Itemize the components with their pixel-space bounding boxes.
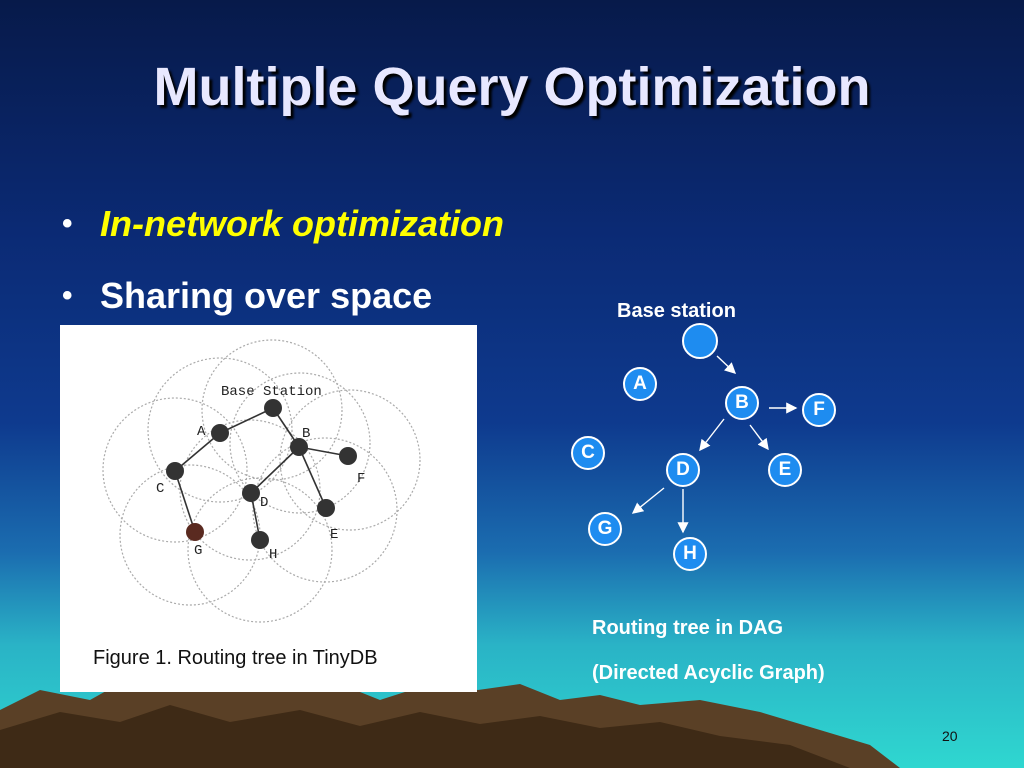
dag-edge-b-d <box>699 418 725 452</box>
figure-node-label-a: A <box>197 424 206 440</box>
dag-node-h <box>673 537 707 571</box>
bullet-dot-icon: • <box>62 207 73 240</box>
dag-caption-line-2: (Directed Acyclic Graph) <box>592 662 825 684</box>
dag-caption-line-1: Routing tree in DAG <box>592 617 784 639</box>
dag-node-label-a: A <box>633 373 647 394</box>
figure-node-label-g: G <box>194 543 202 559</box>
dag-node-label-c: C <box>581 442 595 463</box>
figure-base-station-label: Base Station <box>221 384 322 400</box>
dag-node-label-f: F <box>813 399 825 420</box>
dag-node-a <box>623 367 657 401</box>
dag-node-e <box>768 453 802 487</box>
bullet-item: • Sharing over space <box>62 260 504 332</box>
bullet-list: • In-network optimization • Sharing over… <box>62 188 504 332</box>
figure-node-label-f: F <box>357 471 365 487</box>
figure-node-label-c: C <box>156 481 164 497</box>
dag-base-station-label: Base station <box>617 300 736 322</box>
dag-node-label-b: B <box>735 392 749 413</box>
dag-node-label-e: E <box>778 459 792 480</box>
page-number: 20 <box>942 728 958 744</box>
dag-node-c <box>571 436 605 470</box>
slide-title: Multiple Query Optimization <box>153 57 871 117</box>
dag-node-f <box>802 393 836 427</box>
dag-edge-b-e <box>749 424 769 451</box>
figure-node-label-b: B <box>302 426 310 442</box>
dag-edge-base-b <box>716 355 737 374</box>
figure-node-label-h: H <box>269 547 277 563</box>
dag-node-label-d: D <box>676 459 690 480</box>
figure-caption: Figure 1. Routing tree in TinyDB <box>93 647 378 669</box>
bullet-item: • In-network optimization <box>62 188 504 260</box>
dag-node-g <box>588 512 622 546</box>
dag-node-d <box>666 453 700 487</box>
dag-node-label-g: G <box>597 518 613 539</box>
figure-node-label-e: E <box>330 527 338 543</box>
bullet-dot-icon: • <box>62 279 73 312</box>
dag-node-label-h: H <box>683 543 697 564</box>
tinydb-figure: Base Station A B C D E F G H Figure 1. R… <box>60 325 477 692</box>
dag-edge-d-g <box>631 487 665 514</box>
dag-base-station-node <box>682 323 718 359</box>
bullet-text: In-network optimization <box>100 203 504 244</box>
bullet-text: Sharing over space <box>100 275 433 316</box>
dag-node-b <box>725 386 759 420</box>
figure-node-label-d: D <box>260 495 268 511</box>
tinydb-routing-tree-image: Base Station A B C D E F G H <box>102 339 421 623</box>
